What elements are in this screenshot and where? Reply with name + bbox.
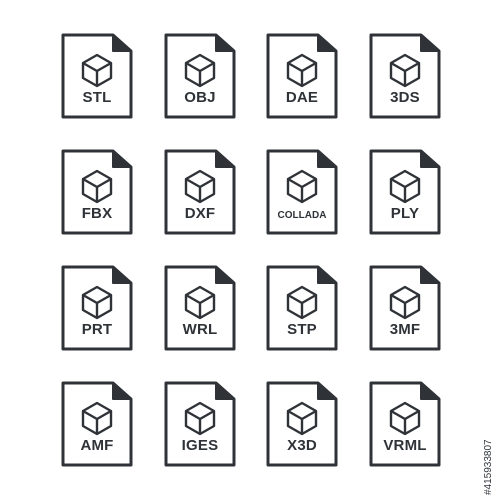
3d-cube-icon	[389, 53, 421, 88]
document-icon	[164, 149, 236, 235]
file-format-label: FBX	[81, 205, 113, 222]
3d-cube-icon	[184, 401, 216, 436]
file-icon-wrl: WRL	[164, 265, 236, 351]
document-icon	[266, 381, 338, 467]
3d-cube-icon	[389, 401, 421, 436]
file-icon-stp: STP	[266, 265, 338, 351]
document-icon	[61, 149, 133, 235]
file-format-label: AMF	[80, 437, 114, 454]
file-format-label: X3D	[287, 437, 317, 454]
file-icon-vrml: VRML	[369, 381, 441, 467]
file-format-label: IGES	[181, 437, 219, 454]
3d-cube-icon	[184, 285, 216, 320]
document-icon	[61, 33, 133, 119]
document-icon	[369, 265, 441, 351]
file-icon-ply: PLY	[369, 149, 441, 235]
document-icon	[164, 33, 236, 119]
file-format-label: STP	[287, 321, 317, 338]
file-icon-x3d: X3D	[266, 381, 338, 467]
file-icon-dxf: DXF	[164, 149, 236, 235]
file-icon-prt: PRT	[61, 265, 133, 351]
document-icon	[369, 149, 441, 235]
file-format-label: 3DS	[390, 89, 420, 106]
document-icon	[164, 381, 236, 467]
file-format-label: OBJ	[184, 89, 216, 106]
file-format-label: PRT	[81, 321, 113, 338]
3d-cube-icon	[184, 169, 216, 204]
document-icon	[164, 265, 236, 351]
file-format-label: DXF	[184, 205, 216, 222]
3d-cube-icon	[184, 53, 216, 88]
3d-cube-icon	[286, 169, 318, 204]
document-icon	[266, 33, 338, 119]
file-icon-3ds: 3DS	[369, 33, 441, 119]
document-icon	[369, 381, 441, 467]
file-icon-obj: OBJ	[164, 33, 236, 119]
file-icon-fbx: FBX	[61, 149, 133, 235]
file-format-label: PLY	[390, 205, 420, 222]
3d-cube-icon	[286, 285, 318, 320]
3d-cube-icon	[81, 401, 113, 436]
3d-cube-icon	[81, 285, 113, 320]
document-icon	[266, 149, 338, 235]
3d-cube-icon	[81, 169, 113, 204]
file-icon-stl: STL	[61, 33, 133, 119]
file-icon-collada: COLLADA	[266, 149, 338, 235]
3d-cube-icon	[81, 53, 113, 88]
3d-cube-icon	[389, 169, 421, 204]
stock-watermark-id: #415933807	[483, 439, 494, 495]
file-format-label: 3MF	[389, 321, 421, 338]
3d-cube-icon	[389, 285, 421, 320]
file-icon-iges: IGES	[164, 381, 236, 467]
file-format-label: DAE	[285, 89, 319, 106]
file-format-label: COLLADA	[277, 210, 327, 221]
3d-cube-icon	[286, 53, 318, 88]
file-icon-amf: AMF	[61, 381, 133, 467]
file-format-label: VRML	[383, 437, 427, 454]
3d-cube-icon	[286, 401, 318, 436]
document-icon	[266, 265, 338, 351]
document-icon	[61, 265, 133, 351]
document-icon	[61, 381, 133, 467]
file-format-label: WRL	[182, 321, 218, 338]
file-icon-dae: DAE	[266, 33, 338, 119]
file-icon-3mf: 3MF	[369, 265, 441, 351]
document-icon	[369, 33, 441, 119]
file-format-label: STL	[82, 89, 112, 106]
